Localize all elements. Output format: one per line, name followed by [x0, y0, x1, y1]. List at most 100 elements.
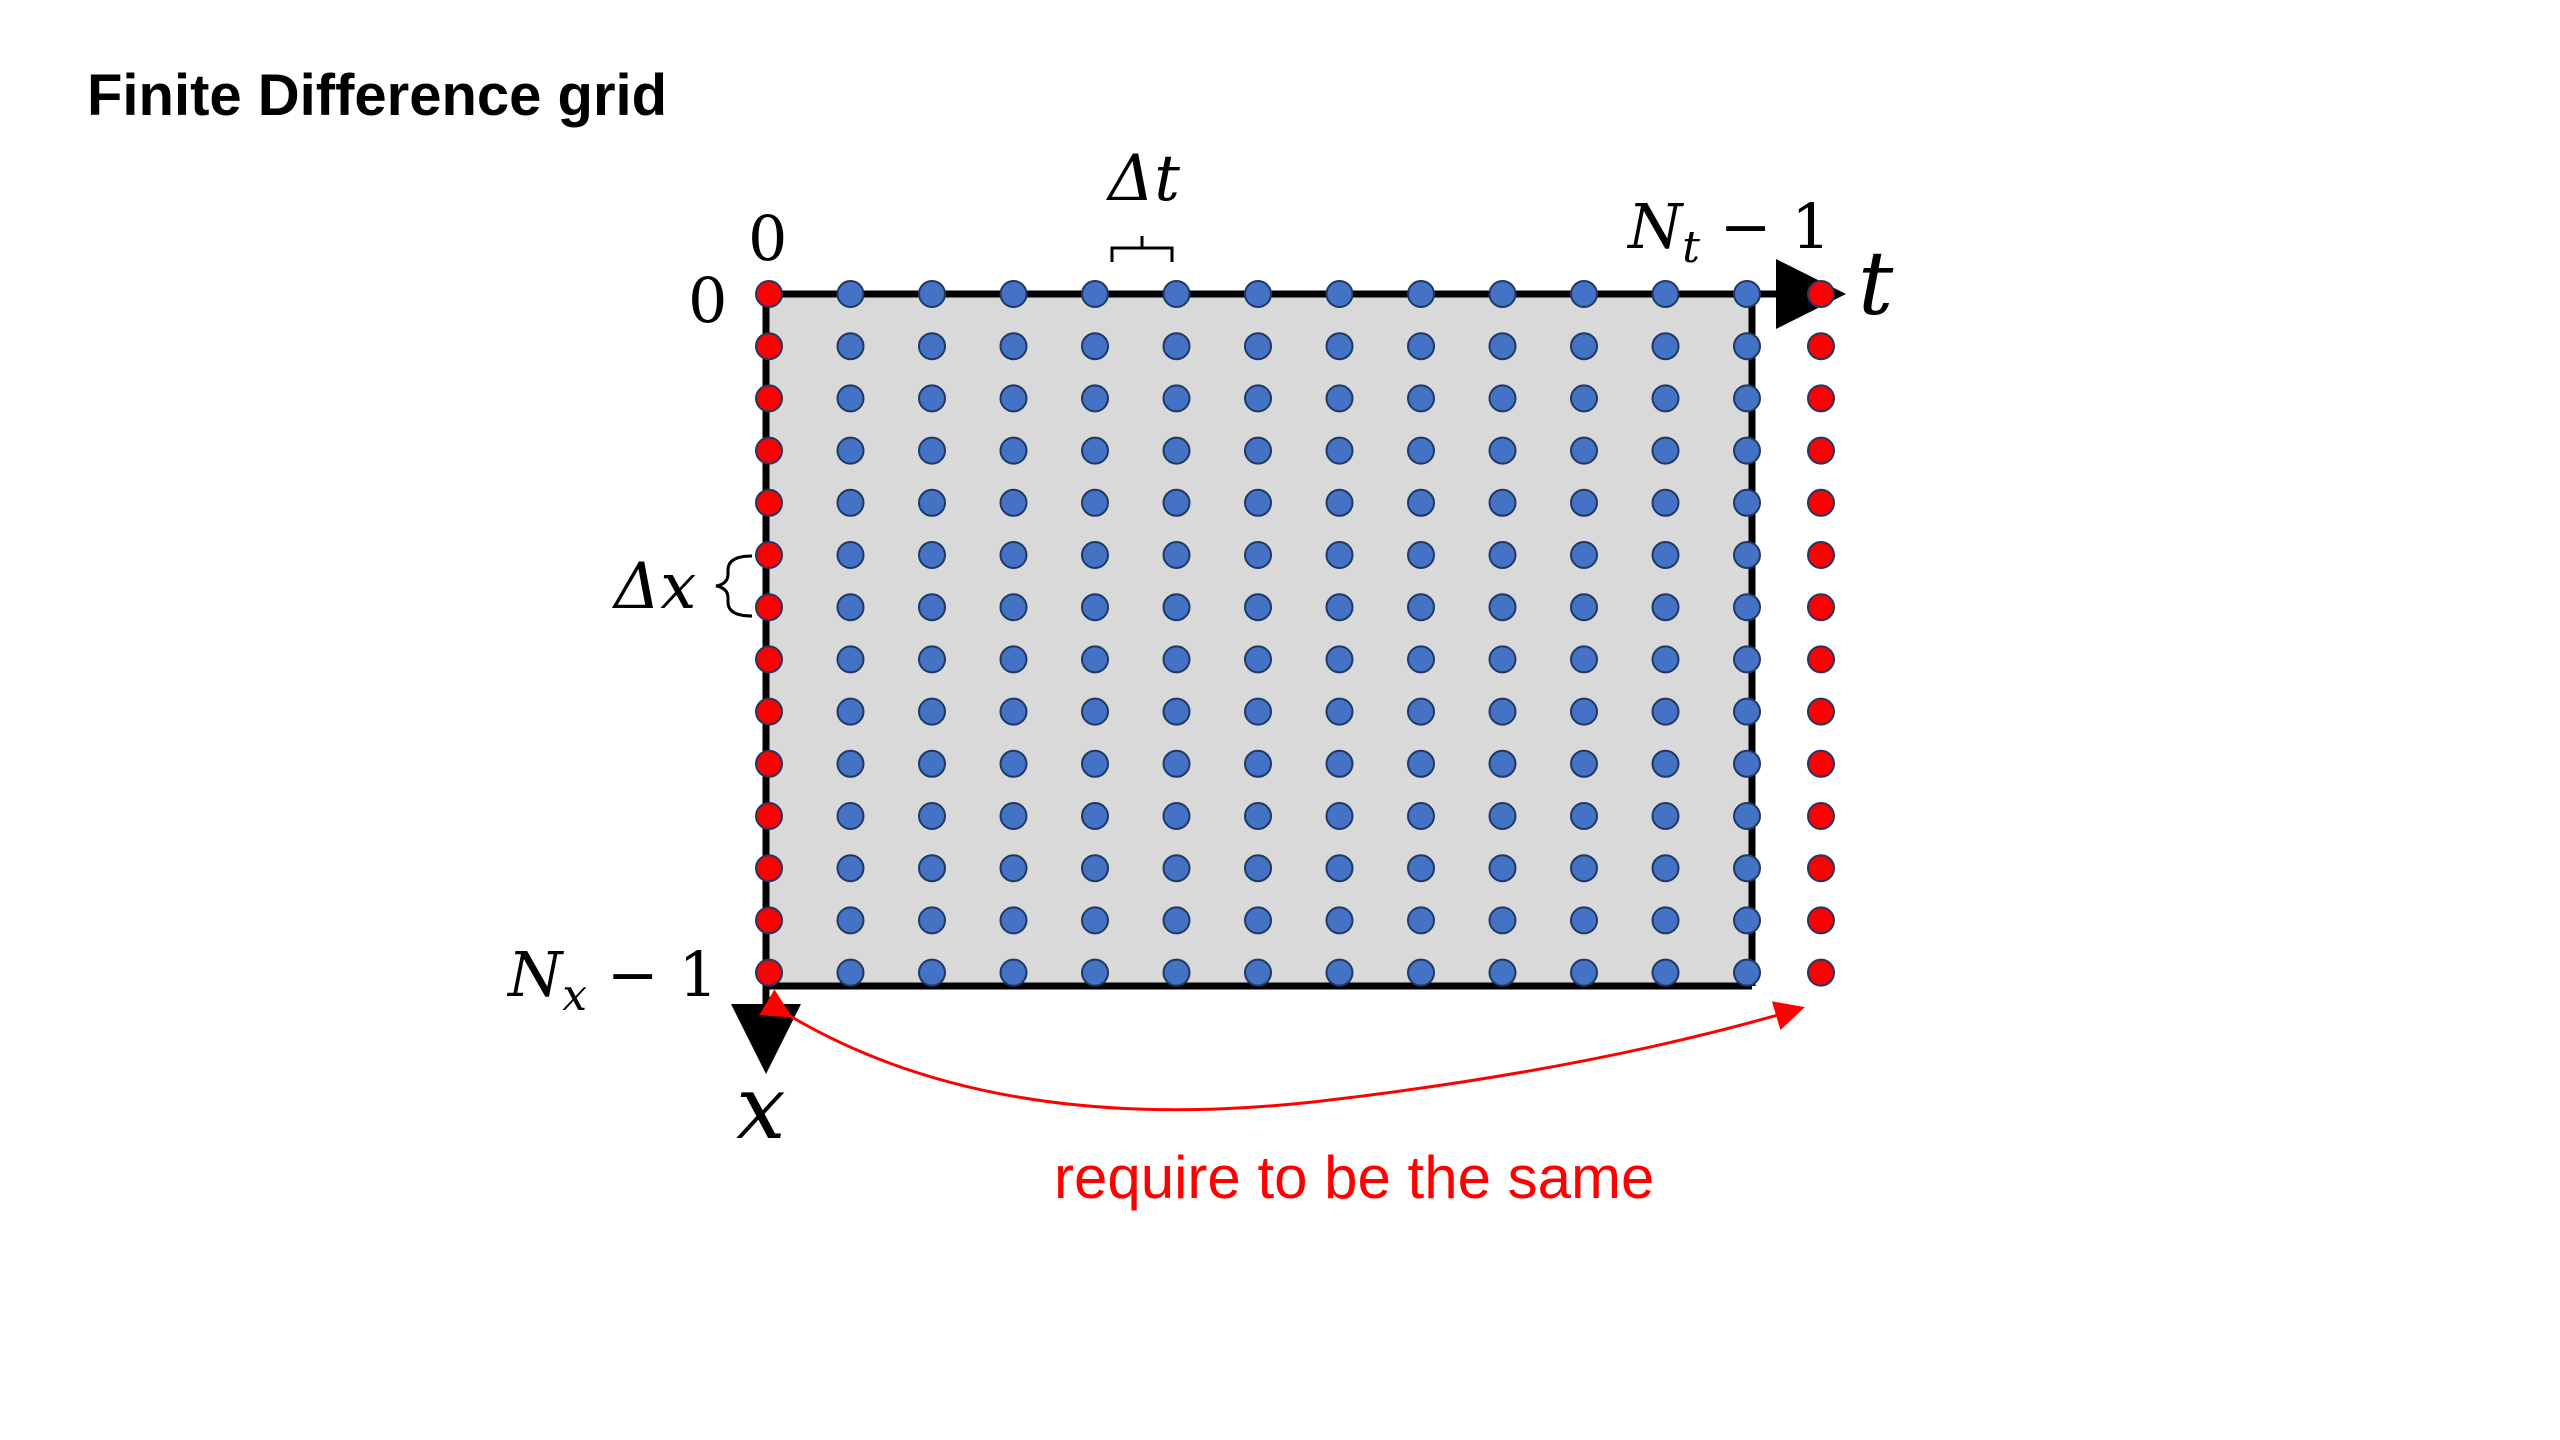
interior-point [1325, 854, 1354, 883]
interior-point [1407, 802, 1435, 830]
ghost-point [1807, 541, 1835, 569]
interior-point [836, 436, 865, 465]
interior-point [1325, 280, 1354, 308]
interior-point [1081, 384, 1109, 413]
interior-point [1325, 384, 1354, 413]
interior-point [1244, 541, 1272, 569]
interior-point [1325, 749, 1354, 778]
interior-point [999, 384, 1028, 413]
interior-point [1570, 384, 1598, 413]
boundary-point [755, 488, 783, 517]
interior-point [1244, 958, 1272, 987]
periodic-note: require to be the same [1054, 1144, 1654, 1211]
interior-point [1488, 749, 1517, 778]
interior-point [1407, 384, 1435, 413]
interior-point [836, 958, 865, 987]
ghost-point [1807, 958, 1835, 987]
interior-point [836, 332, 865, 361]
interior-point [836, 802, 865, 830]
x-start-label: 0 [688, 264, 727, 337]
interior-point [1733, 749, 1761, 778]
ghost-point [1807, 332, 1835, 361]
interior-point [1651, 854, 1680, 883]
boundary-point [755, 854, 783, 883]
interior-point [1488, 488, 1517, 517]
interior-point [1162, 802, 1191, 830]
interior-point [1162, 488, 1191, 517]
ghost-point [1807, 749, 1835, 778]
interior-point [836, 593, 865, 622]
interior-point [999, 854, 1028, 883]
interior-point [1081, 749, 1109, 778]
interior-point [999, 436, 1028, 465]
interior-point [1407, 958, 1435, 987]
interior-point [918, 854, 946, 883]
slide-title: Finite Difference grid [87, 63, 668, 128]
interior-point [999, 749, 1028, 778]
interior-point [1570, 332, 1598, 361]
interior-point [1325, 541, 1354, 569]
interior-point [1651, 384, 1680, 413]
interior-point [1407, 436, 1435, 465]
interior-point [1733, 802, 1761, 830]
interior-point [999, 488, 1028, 517]
interior-point [1651, 332, 1680, 361]
interior-point [1407, 906, 1435, 935]
interior-point [1162, 958, 1191, 987]
interior-point [999, 645, 1028, 674]
interior-point [1733, 541, 1761, 569]
periodic-arrow [759, 989, 1805, 1112]
interior-point [1488, 541, 1517, 569]
interior-point [1325, 802, 1354, 830]
interior-point [1651, 436, 1680, 465]
interior-point [1733, 384, 1761, 413]
interior-point [1570, 802, 1598, 830]
interior-point [999, 541, 1028, 569]
interior-point [836, 906, 865, 935]
interior-point [918, 593, 946, 622]
interior-point [1081, 541, 1109, 569]
interior-point [1570, 749, 1598, 778]
interior-point [1488, 854, 1517, 883]
interior-point [1733, 906, 1761, 935]
interior-point [1081, 906, 1109, 935]
interior-point [1651, 280, 1680, 308]
boundary-point [755, 593, 783, 622]
interior-point [1488, 802, 1517, 830]
interior-point [1325, 697, 1354, 726]
interior-point [1488, 332, 1517, 361]
t-start-label: 0 [748, 202, 787, 275]
interior-point [1244, 749, 1272, 778]
interior-point [918, 645, 946, 674]
interior-point [1570, 958, 1598, 987]
interior-point [1162, 645, 1191, 674]
interior-point [1081, 332, 1109, 361]
interior-point [1733, 645, 1761, 674]
ghost-point [1807, 854, 1835, 883]
x-axis-label: x [736, 1056, 786, 1159]
interior-point [999, 958, 1028, 987]
interior-point [918, 280, 946, 308]
interior-point [1488, 436, 1517, 465]
interior-point [1570, 488, 1598, 517]
interior-point [1488, 958, 1517, 987]
interior-point [1162, 384, 1191, 413]
interior-point [1325, 906, 1354, 935]
interior-point [1407, 645, 1435, 674]
interior-point [1733, 854, 1761, 883]
interior-point [1244, 436, 1272, 465]
interior-point [918, 436, 946, 465]
interior-point [1570, 280, 1598, 308]
ghost-point [1807, 697, 1835, 726]
interior-point [918, 332, 946, 361]
ghost-point [1807, 645, 1835, 674]
interior-point [1570, 593, 1598, 622]
ghost-point [1807, 593, 1835, 622]
interior-point [1244, 697, 1272, 726]
interior-point [1733, 593, 1761, 622]
interior-point [918, 802, 946, 830]
interior-point [1407, 697, 1435, 726]
delta-x-label: Δx [611, 550, 696, 624]
interior-point [999, 593, 1028, 622]
